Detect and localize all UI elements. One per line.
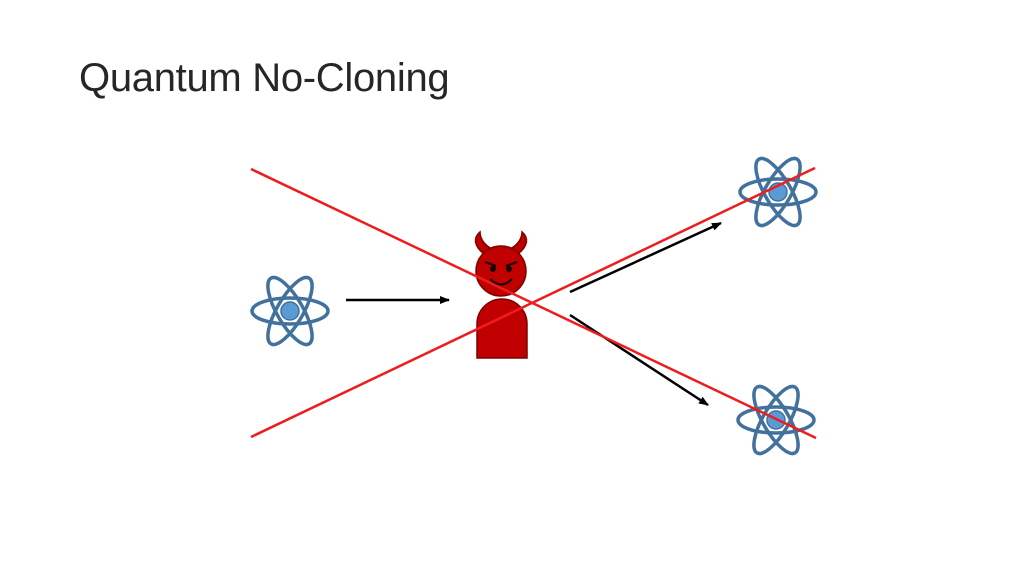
slide-title: Quantum No-Cloning	[79, 56, 450, 100]
source-atom-icon	[250, 269, 330, 353]
devil-cloner-icon	[474, 230, 528, 359]
cross-line-ascending	[250, 166, 816, 439]
output-arrow-top	[569, 221, 722, 294]
output-arrow-bottom	[569, 313, 709, 407]
clone-atom-top-icon	[738, 150, 818, 234]
